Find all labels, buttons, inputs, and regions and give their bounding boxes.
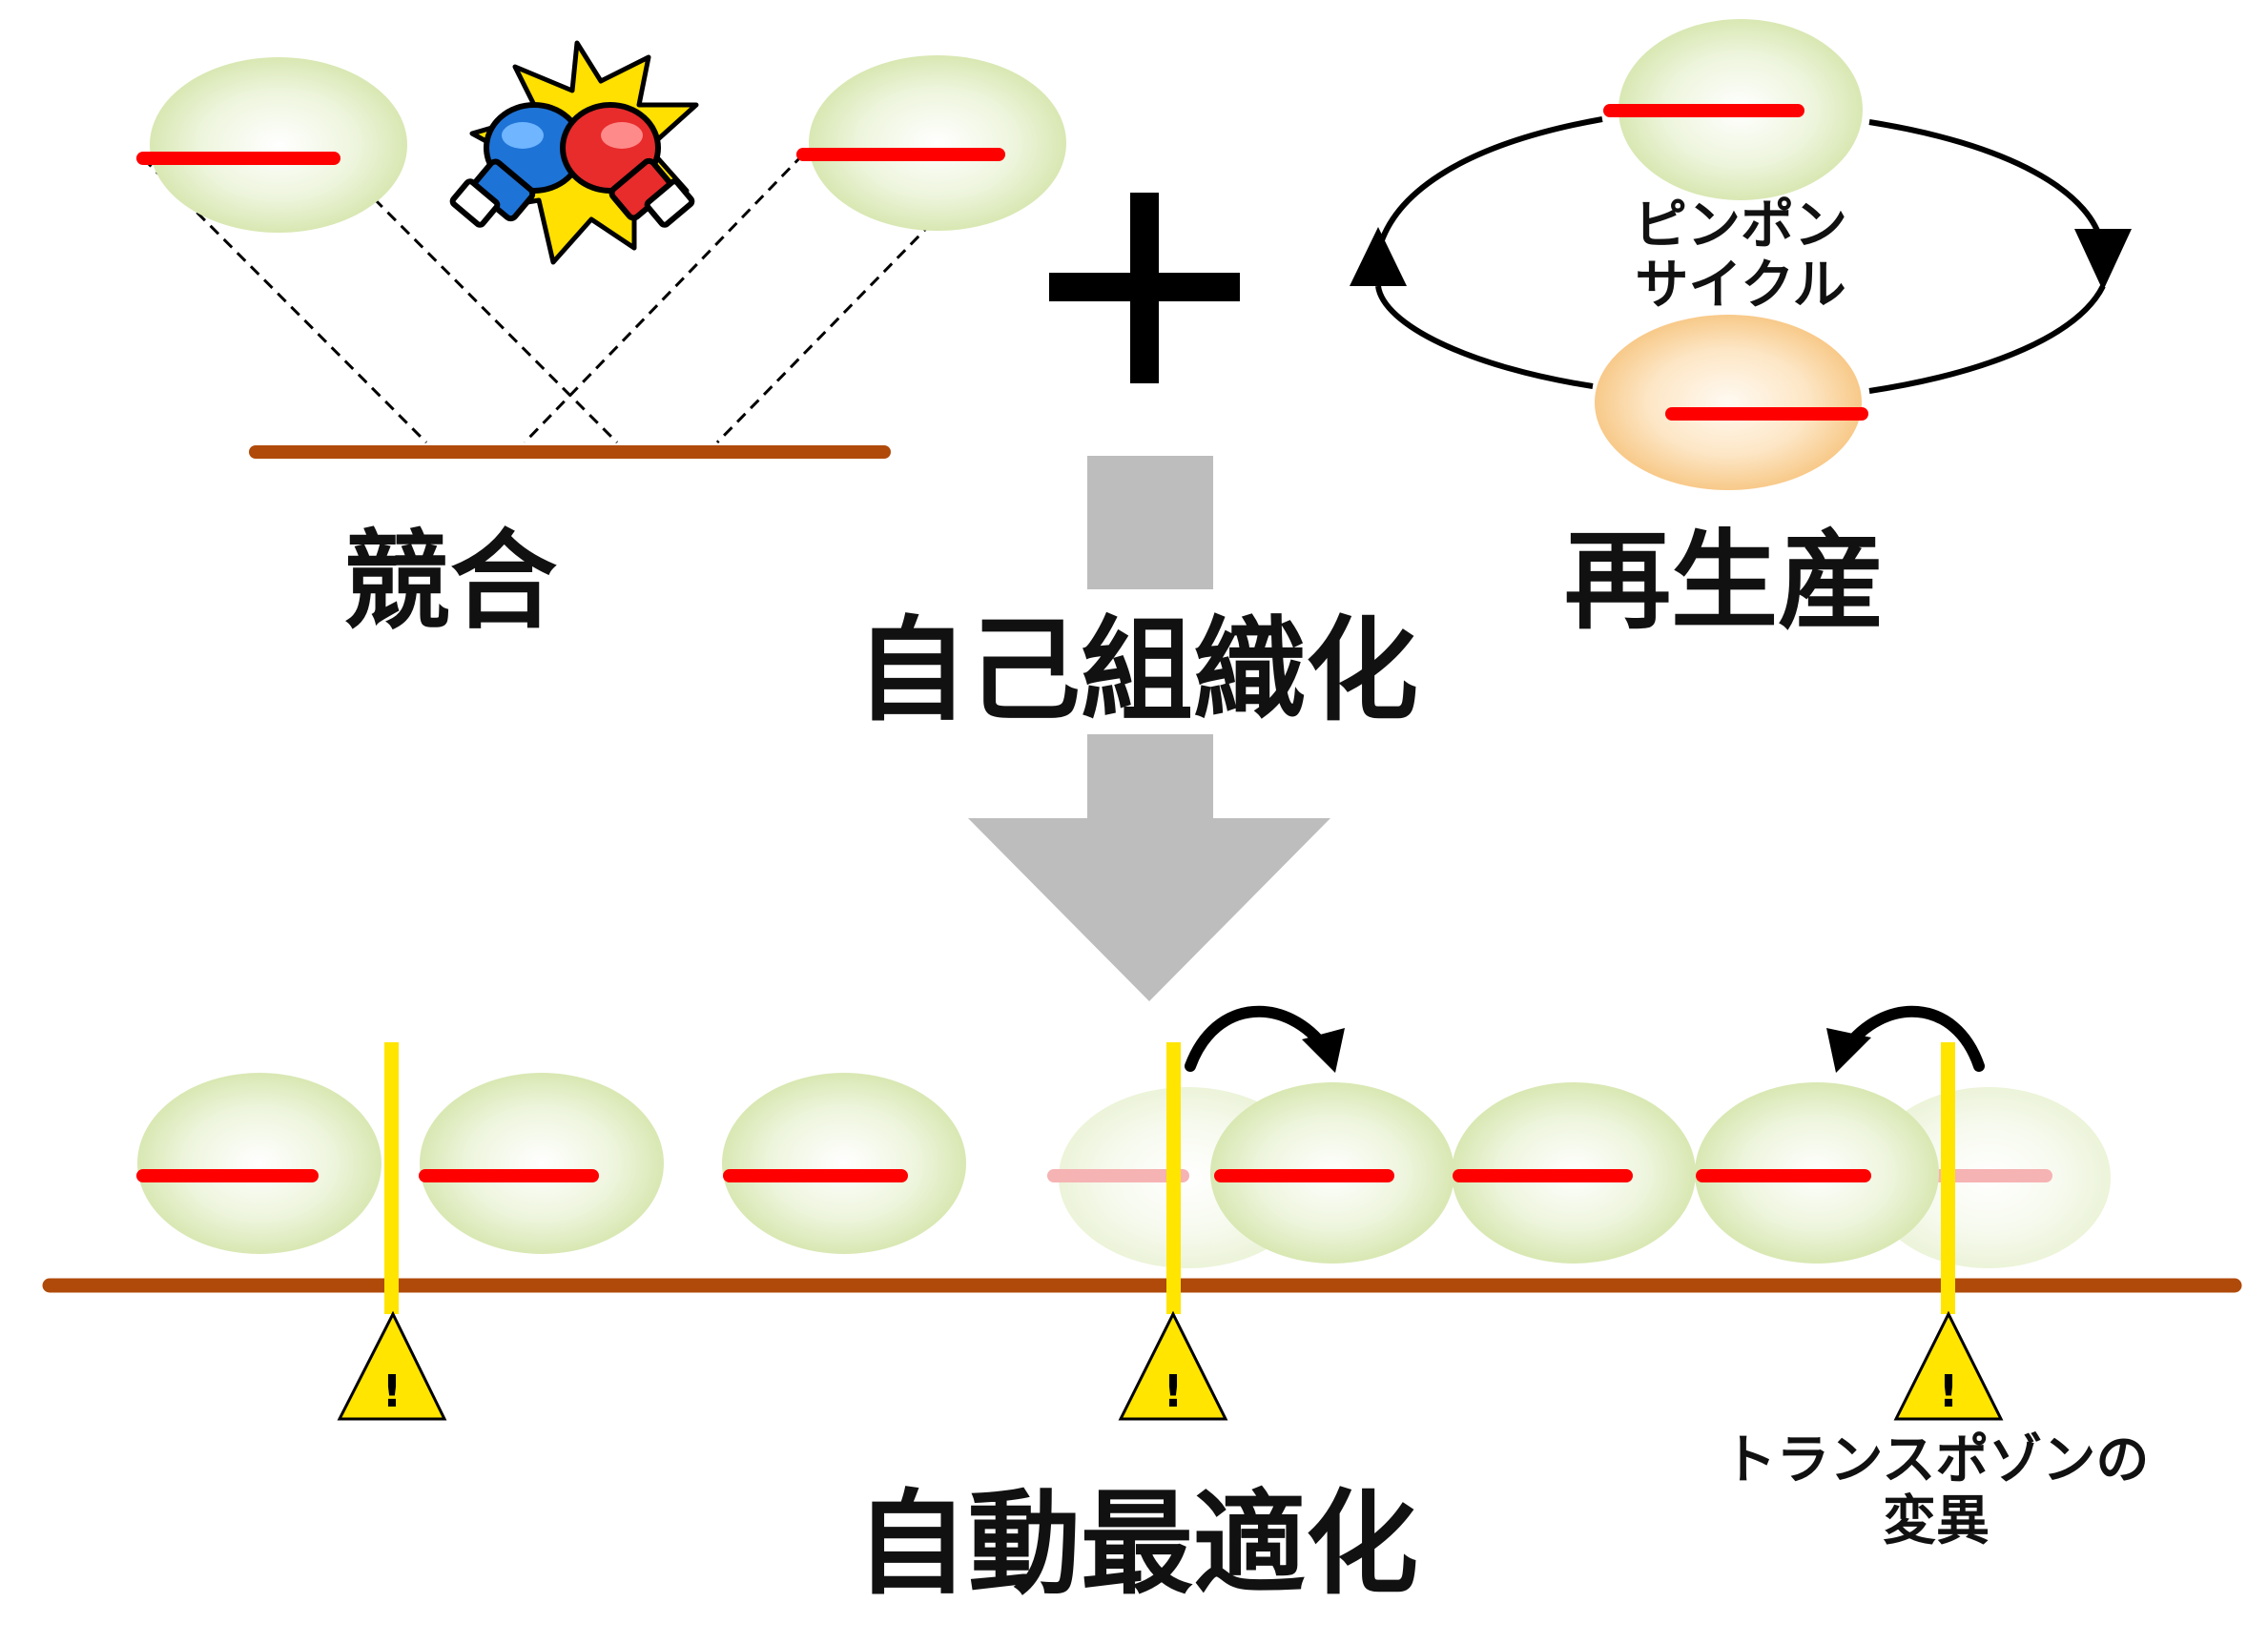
piwi-complex — [722, 1073, 966, 1254]
ping-pong-label-line2: サイクル — [1635, 255, 1845, 317]
piwi-complex-right — [809, 55, 1066, 231]
mutation-marker — [1166, 1042, 1181, 1314]
plus-icon — [1049, 193, 1240, 383]
competition-label: 競合 — [343, 520, 557, 644]
piwi-complex — [420, 1073, 664, 1254]
warning-icon: ! — [1118, 1310, 1228, 1421]
shift-arrow-left-head — [1826, 1028, 1871, 1073]
cycle-arrowhead-right — [2074, 229, 2132, 291]
regeneration-panel: ピンポン サイクル 再生産 — [1350, 19, 2132, 644]
cycle-arc-upper-left — [1375, 116, 1603, 254]
ping-pong-label-line1: ピンポン — [1634, 195, 1847, 257]
cycle-arc-upper-right — [1868, 119, 2106, 254]
cycle-arc-lower-left — [1375, 285, 1594, 389]
optimization-row: ! ! ! トランスポゾンの 変異 — [42, 1005, 2242, 1552]
shift-arrow-left — [1840, 1005, 1985, 1072]
boxing-gloves-icon — [449, 40, 699, 265]
warning-icon: ! — [337, 1310, 447, 1421]
down-arrow-icon — [968, 456, 1330, 1001]
regeneration-label: 再生産 — [1564, 520, 1885, 644]
piwi-complex — [137, 1073, 381, 1254]
transposon-label-line1: トランスポゾンの — [1723, 1429, 2150, 1491]
cycle-arrowhead-left — [1350, 227, 1407, 286]
dashed-line — [523, 153, 805, 444]
shift-arrow-right-head — [1302, 1028, 1345, 1073]
shift-arrow-right — [1185, 1005, 1331, 1072]
auto-optimization-label: 自動最適化 — [856, 1478, 1418, 1610]
transposon-label-line2: 変異 — [1883, 1490, 1990, 1552]
svg-text:!: ! — [1164, 1366, 1184, 1417]
piwi-complex-left — [150, 57, 407, 233]
piwi-complex-bottom — [1595, 315, 1862, 490]
mutation-marker — [384, 1042, 399, 1314]
cycle-arc-lower-right — [1868, 284, 2106, 394]
svg-text:!: ! — [382, 1366, 402, 1417]
mutation-marker — [1941, 1042, 1955, 1314]
competition-panel: 競合 — [136, 40, 1066, 644]
self-organization-label: 自己組織化 — [856, 605, 1418, 736]
svg-text:!: ! — [1939, 1366, 1959, 1417]
warning-icon: ! — [1893, 1310, 2004, 1421]
